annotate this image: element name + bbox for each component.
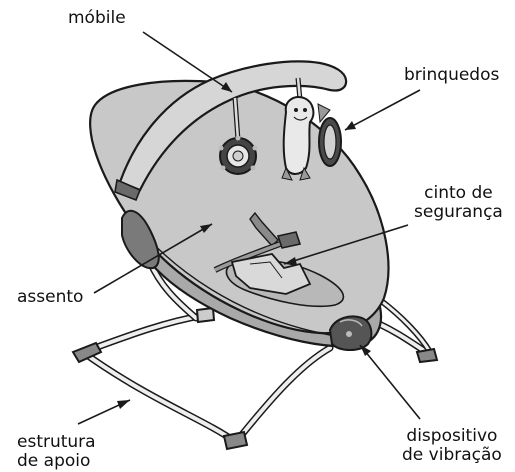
- foot-front: [224, 432, 247, 449]
- label-support-frame-line2: de apoio: [17, 452, 96, 471]
- seat: [90, 81, 388, 346]
- label-safety-belt-line2: segurança: [414, 203, 503, 222]
- label-toys: brinquedos: [404, 66, 499, 85]
- vibration-unit: [330, 317, 371, 351]
- label-seat-text: assento: [17, 287, 83, 307]
- label-toys-text: brinquedos: [404, 65, 499, 85]
- label-mobile: móbile: [68, 9, 126, 28]
- foot-right: [417, 349, 437, 362]
- label-support-frame: estrutura de apoio: [17, 433, 96, 471]
- label-mobile-text: móbile: [68, 8, 126, 28]
- label-safety-belt-line1: cinto de: [414, 184, 503, 203]
- leader-vibration: [360, 345, 420, 419]
- foot-mid: [197, 308, 214, 322]
- leader-toys: [345, 90, 420, 130]
- label-vibration-device-line1: dispositivo: [402, 427, 502, 446]
- label-support-frame-line1: estrutura: [17, 433, 96, 452]
- label-vibration-device-line2: de vibração: [402, 446, 502, 465]
- label-vibration-device: dispositivo de vibração: [402, 427, 502, 465]
- rattle-toy: [318, 104, 341, 166]
- label-safety-belt: cinto de segurança: [414, 184, 503, 222]
- label-seat: assento: [17, 288, 83, 307]
